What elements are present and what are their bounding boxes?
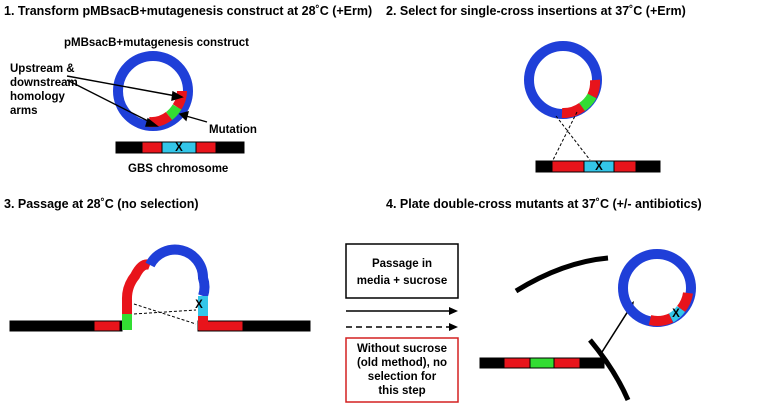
mutation-arrow xyxy=(178,111,208,123)
chromosome-arm xyxy=(93,320,121,332)
panel-2-title: 2. Select for single-cross insertions at… xyxy=(386,4,686,18)
mutation-segment xyxy=(165,104,182,121)
arrow-line-upstream xyxy=(66,75,177,97)
chromosome-4 xyxy=(479,357,605,369)
chromosome-arm-left xyxy=(551,160,585,173)
plasmid-4 xyxy=(618,249,696,327)
homology-arm-downstream xyxy=(561,102,585,118)
marker-x: X xyxy=(672,308,680,320)
panel-1: 1. Transform pMBsacB+mutagenesis constru… xyxy=(4,4,372,175)
arms-label: Upstream & downstream homology arms xyxy=(10,63,78,117)
mutation-arrow-line xyxy=(185,115,208,123)
homology-arm-downstream xyxy=(648,313,674,326)
homology-arm-downstream xyxy=(148,111,173,128)
arms-label-line-4: arms xyxy=(10,105,38,117)
plasmid-2 xyxy=(524,41,602,119)
crossover-line xyxy=(133,303,197,325)
chromosome-arm-right xyxy=(553,357,581,369)
old-method-line-1: Without sucrose xyxy=(357,343,447,355)
marker-x: X xyxy=(195,299,203,311)
crossover-lines-2 xyxy=(552,111,591,161)
panel-3: 3. Passage at 28˚C (no selection) X xyxy=(4,197,311,332)
cell-wall-lower xyxy=(588,338,631,401)
plasmid-backbone xyxy=(145,244,210,298)
passage-conditions: Passage in media + sucrose Without sucro… xyxy=(345,243,459,403)
cell-wall-upper xyxy=(514,255,609,294)
chromosome-1 xyxy=(115,141,245,154)
chromosome-arm-left xyxy=(141,141,163,154)
arms-label-line-1: Upstream & xyxy=(10,63,75,75)
target-site-segment xyxy=(668,305,686,323)
sucrose-box-line-2: media + sucrose xyxy=(357,275,447,287)
panel-4-title: 4. Plate double-cross mutants at 37˚C (+… xyxy=(386,197,702,211)
marker-x: X xyxy=(175,142,183,154)
mutation-arrow-head xyxy=(178,111,189,122)
dashed-arrow xyxy=(346,323,458,331)
arrow-head-downstream xyxy=(145,117,160,127)
marker-x: X xyxy=(595,161,603,173)
panel-4: 4. Plate double-cross mutants at 37˚C (+… xyxy=(386,197,702,401)
arrow-line-downstream xyxy=(66,79,153,124)
arms-label-line-3: homology xyxy=(10,91,66,103)
old-method-box xyxy=(345,337,459,403)
old-method-line-3: selection for xyxy=(368,371,437,383)
panel-3-title: 3. Passage at 28˚C (no selection) xyxy=(4,197,199,211)
arrow-head-upstream xyxy=(171,90,184,101)
homology-arm-upstream xyxy=(676,291,693,313)
homology-arm-upstream xyxy=(587,79,601,99)
solid-arrow-head xyxy=(449,307,458,315)
panel-1-title: 1. Transform pMBsacB+mutagenesis constru… xyxy=(4,4,372,18)
plasmid-label: pMBsacB+mutagenesis construct xyxy=(64,37,249,49)
chromosome-arm-left xyxy=(503,357,531,369)
homology-arm-loop-left xyxy=(122,259,152,314)
chromosome-arm-right xyxy=(195,141,217,154)
chromosome-mutation xyxy=(529,357,555,369)
homology-arm-upstream xyxy=(172,90,187,110)
integrated-plasmid xyxy=(122,244,210,330)
excision-arrow-line xyxy=(601,307,631,353)
arms-arrows xyxy=(66,75,184,127)
crossover-lines-3 xyxy=(133,303,197,325)
dashed-arrow-head xyxy=(449,323,458,331)
chromosome-2 xyxy=(535,160,661,173)
chromosome-arm-right xyxy=(613,160,637,173)
old-method-line-2: (old method), no xyxy=(357,357,447,369)
chromosome-3 xyxy=(9,320,311,332)
old-method-line-4: this step xyxy=(378,385,425,397)
mutation-label: Mutation xyxy=(209,124,257,136)
crossover-line xyxy=(552,111,578,161)
crossover-line xyxy=(133,309,197,315)
plasmid-1 xyxy=(113,51,193,131)
chromosome-label: GBS chromosome xyxy=(128,163,228,175)
panel-2: 2. Select for single-cross insertions at… xyxy=(386,4,686,173)
sucrose-box xyxy=(345,243,459,299)
solid-arrow xyxy=(346,307,458,315)
arms-label-line-2: downstream xyxy=(10,77,78,89)
mutation-segment xyxy=(578,93,597,112)
sucrose-box-line-1: Passage in xyxy=(372,258,432,270)
crossover-line xyxy=(555,115,591,161)
